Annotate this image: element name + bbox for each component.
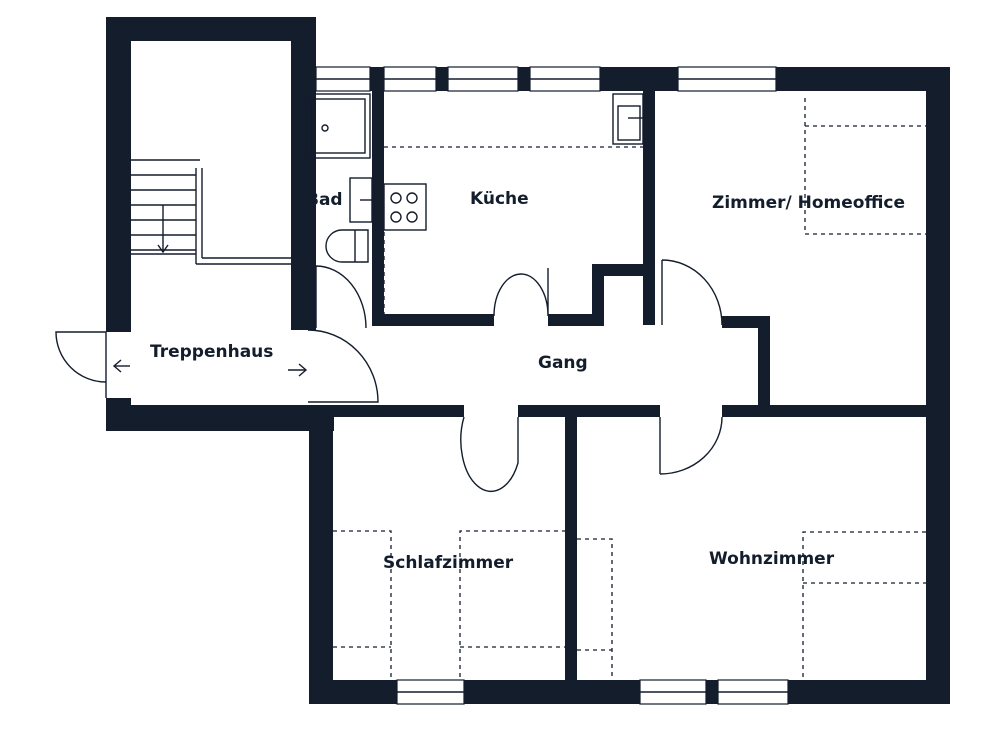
exit-arrow-icon [288, 363, 308, 377]
walls [106, 17, 950, 704]
entry-arrow-icon [112, 359, 130, 373]
bad-door [315, 265, 367, 329]
entry-door [55, 331, 107, 383]
room-label-kueche: Küche [470, 189, 529, 209]
zimmer-door [661, 259, 723, 326]
shower-icon [305, 93, 371, 159]
room-label-treppenhaus: Treppenhaus [150, 342, 273, 362]
stove-icon [383, 183, 427, 231]
stairs-icon [131, 159, 291, 265]
windows [315, 66, 789, 705]
wohnzimmer-door [659, 416, 723, 475]
gang-entry-door [307, 329, 379, 403]
room-label-wohnzimmer: Wohnzimmer [709, 549, 835, 569]
room-label-bad: Bad [306, 190, 343, 210]
doors [55, 259, 723, 493]
kitchen-sink-icon [612, 93, 644, 145]
room-label-schlafzimmer: Schlafzimmer [383, 553, 514, 573]
kueche-door [493, 268, 549, 317]
furniture-outlines [333, 98, 926, 677]
room-label-zimmer: Zimmer/ Homeoffice [712, 193, 905, 213]
sink-icon [349, 177, 373, 223]
room-label-gang: Gang [538, 353, 588, 373]
toilet-icon [325, 229, 369, 263]
schlafzimmer-door [460, 416, 519, 493]
stair-direction-arrow-icon [157, 205, 169, 254]
